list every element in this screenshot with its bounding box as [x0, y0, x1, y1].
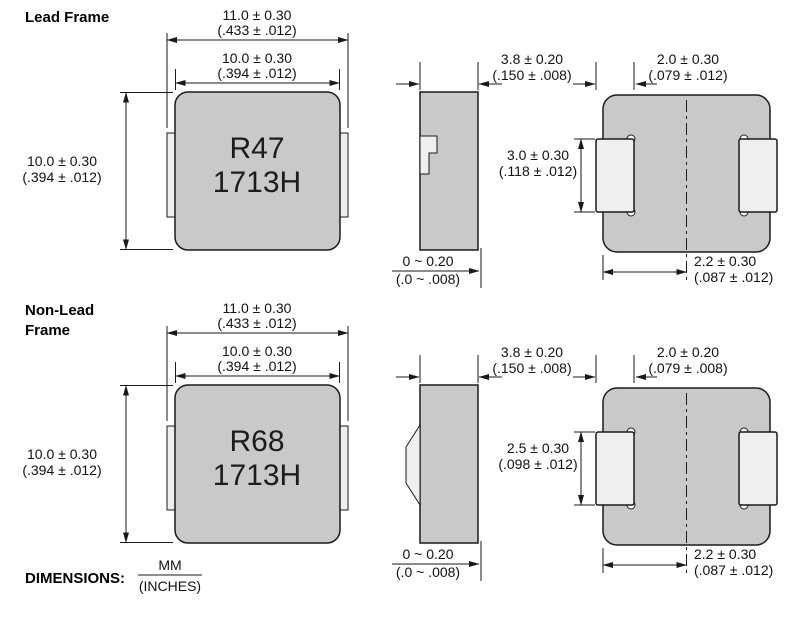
formed-electrode	[405, 423, 421, 507]
dim-thickness-mm: 3.8 ± 0.20	[501, 344, 563, 360]
dim-body-height-in: (.394 ± .012)	[22, 462, 101, 478]
pad-right	[738, 138, 778, 213]
dimensions-label: DIMENSIONS:	[25, 570, 125, 587]
front-view: R68 1713H	[166, 384, 349, 544]
section-lead-frame: Lead Frame R47 1713H 11.0 ± 0.30 (.433 ±…	[22, 7, 778, 288]
dim-standoff-mm: 0 ~ 0.20	[403, 546, 454, 562]
dim-body-height-in: (.394 ± .012)	[22, 169, 101, 185]
side-view	[419, 91, 479, 251]
footer: DIMENSIONS: MM (INCHES)	[25, 557, 202, 594]
dim-pad-length-mm: 2.2 ± 0.30	[694, 253, 756, 269]
dim-body-width: 10.0 ± 0.30 (.394 ± .012)	[175, 343, 340, 383]
dim-pad-width: 2.0 ± 0.20 (.079 ± .008)	[573, 344, 728, 383]
part-marking-line1: R47	[229, 132, 284, 165]
dim-body-width-in: (.394 ± .012)	[217, 65, 296, 81]
dim-pad-width: 2.0 ± 0.30 (.079 ± .012)	[573, 51, 728, 90]
dim-pad-width-mm: 2.0 ± 0.30	[657, 51, 719, 67]
dim-outer-width: 11.0 ± 0.30 (.433 ± .012)	[166, 7, 349, 128]
dim-body-height: 10.0 ± 0.30 (.394 ± .012)	[22, 385, 173, 543]
dim-outer-width-in: (.433 ± .012)	[217, 22, 296, 38]
dim-body-height: 10.0 ± 0.30 (.394 ± .012)	[22, 92, 173, 250]
dim-pad-height: 2.5 ± 0.30 (.098 ± .012)	[498, 431, 595, 506]
side-body	[419, 384, 479, 544]
component-body	[174, 384, 341, 544]
dim-standoff: 0 ~ 0.20 (.0 ~ .008)	[392, 248, 482, 288]
pad-left	[595, 138, 635, 213]
pad-left	[595, 431, 635, 506]
section-label-line2: Frame	[25, 322, 70, 339]
lead-frame-step	[419, 135, 438, 175]
dim-outer-width: 11.0 ± 0.30 (.433 ± .012)	[166, 300, 349, 421]
dim-body-width-mm: 10.0 ± 0.30	[222, 343, 292, 359]
dim-body-width-in: (.394 ± .012)	[217, 358, 296, 374]
dim-pad-height-in: (.118 ± .012)	[499, 163, 577, 179]
dim-thickness: 3.8 ± 0.20 (.150 ± .008)	[396, 344, 572, 383]
section-label: Non-Lead	[25, 302, 94, 319]
dim-standoff: 0 ~ 0.20 (.0 ~ .008)	[392, 541, 482, 581]
pad-right	[738, 431, 778, 506]
dim-outer-width-mm: 11.0 ± 0.30	[223, 7, 292, 23]
dim-thickness: 3.8 ± 0.20 (.150 ± .008)	[396, 51, 572, 90]
part-marking-line1: R68	[229, 425, 284, 458]
dim-pad-length: 2.2 ± 0.30 (.087 ± .012)	[602, 253, 773, 285]
dim-pad-height-mm: 2.5 ± 0.30	[507, 440, 569, 456]
dim-pad-width-mm: 2.0 ± 0.20	[657, 344, 719, 360]
dim-standoff-mm: 0 ~ 0.20	[403, 253, 454, 269]
side-view	[405, 384, 479, 544]
dim-body-height-mm: 10.0 ± 0.30	[27, 446, 97, 462]
dim-pad-height-in: (.098 ± .012)	[498, 456, 577, 472]
dim-thickness-mm: 3.8 ± 0.20	[501, 51, 563, 67]
dim-pad-width-in: (.079 ± .008)	[648, 360, 727, 376]
part-marking-line2: 1713H	[213, 166, 301, 199]
bottom-view	[595, 94, 778, 282]
dim-outer-width-mm: 11.0 ± 0.30	[223, 300, 292, 316]
section-non-lead-frame: Non-Lead Frame R68 1713H 11.0 ± 0.30 (.4…	[22, 300, 778, 581]
units-inches: (INCHES)	[139, 578, 201, 594]
dim-pad-length-mm: 2.2 ± 0.30	[694, 546, 756, 562]
dim-thickness-in: (.150 ± .008)	[492, 67, 571, 83]
dim-pad-height-mm: 3.0 ± 0.30	[507, 147, 569, 163]
dim-outer-width-in: (.433 ± .012)	[217, 315, 296, 331]
dim-body-height-mm: 10.0 ± 0.30	[27, 153, 97, 169]
units-mm: MM	[158, 557, 181, 573]
dim-pad-length-in: (.087 ± .012)	[694, 562, 773, 578]
dim-pad-length-in: (.087 ± .012)	[694, 269, 773, 285]
dim-standoff-in: (.0 ~ .008)	[396, 564, 460, 580]
front-view: R47 1713H	[166, 91, 349, 251]
dim-standoff-in: (.0 ~ .008)	[396, 271, 460, 287]
dim-pad-width-in: (.079 ± .012)	[648, 67, 727, 83]
bottom-view	[595, 387, 778, 575]
section-label: Lead Frame	[25, 9, 109, 26]
part-marking-line2: 1713H	[213, 459, 301, 492]
dim-thickness-in: (.150 ± .008)	[492, 360, 571, 376]
dim-body-width-mm: 10.0 ± 0.30	[222, 50, 292, 66]
dim-pad-height: 3.0 ± 0.30 (.118 ± .012)	[499, 138, 595, 213]
component-body	[174, 91, 341, 251]
dim-body-width: 10.0 ± 0.30 (.394 ± .012)	[175, 50, 340, 90]
dim-pad-length: 2.2 ± 0.30 (.087 ± .012)	[602, 546, 773, 578]
